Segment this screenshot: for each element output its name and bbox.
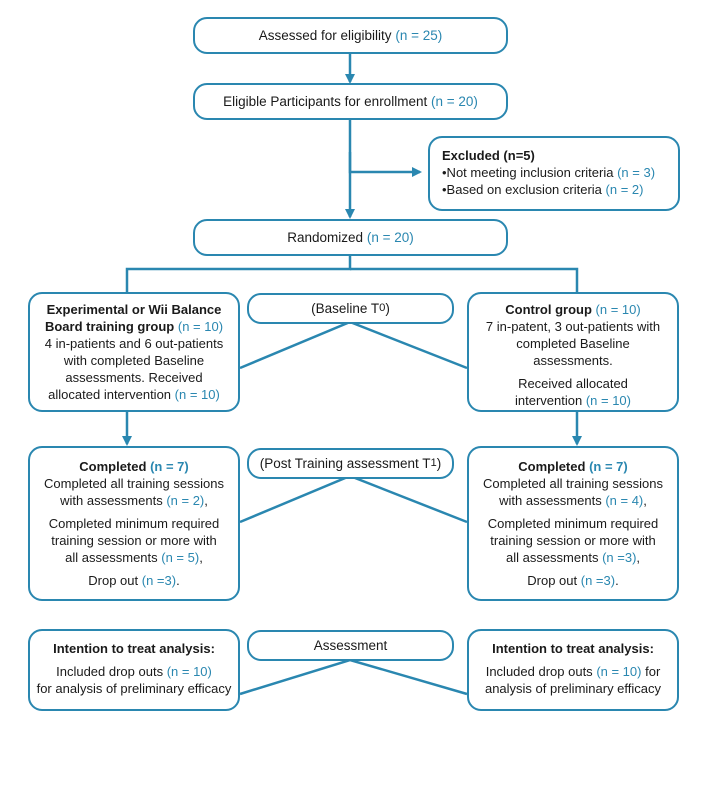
baseline-label: (Baseline T — [311, 301, 380, 316]
experimental-count: (n = 10) — [177, 319, 224, 334]
itt-right-box: Intention to treat analysis: Included dr… — [467, 629, 679, 711]
completed-right-line2: with assessments — [499, 493, 602, 508]
completed-right-line3: Completed minimum required — [487, 516, 659, 531]
completed-right-line2-count: (n = 4) — [605, 493, 644, 508]
completed-left-line2-tail: , — [204, 493, 208, 508]
itt-left-count: (n = 10) — [166, 664, 212, 679]
completed-left-line2-count: (n = 2) — [166, 493, 205, 508]
assessment-label: Assessment — [313, 638, 388, 653]
completed-left-box: Completed (n = 7) Completed all training… — [28, 446, 240, 601]
itt-right-line1: Included drop outs — [485, 664, 593, 679]
assessment-bracket — [239, 658, 468, 696]
completed-right-count: (n = 7) — [589, 459, 628, 474]
itt-right-line2: analysis of preliminary efficacy — [484, 681, 662, 696]
randomized-count: (n = 20) — [366, 230, 414, 245]
post-training-bracket — [239, 474, 468, 524]
completed-right-line1: Completed all training sessions — [483, 476, 663, 491]
itt-right-count: (n = 10) — [596, 664, 642, 679]
completed-right-dropout: Drop out — [527, 573, 578, 588]
completed-left-line5-tail: , — [199, 550, 203, 565]
experimental-group-box: Experimental or Wii Balance Board traini… — [28, 292, 240, 412]
randomized-box: Randomized (n = 20) — [193, 219, 508, 256]
arrow-to-excluded — [348, 152, 422, 177]
experimental-line1: 4 in-patients and 6 out-patients — [44, 336, 224, 351]
excluded-reason-exclusion: •Based on exclusion criteria — [442, 182, 602, 197]
excluded-title: Excluded — [442, 148, 500, 163]
completed-right-line5-tail: , — [636, 550, 641, 565]
completed-left-line1: Completed all training sessions — [44, 476, 224, 491]
control-count: (n = 10) — [595, 302, 641, 317]
experimental-line4: allocated intervention — [48, 387, 172, 402]
completed-left-line5: all assessments — [65, 550, 158, 565]
control-group-box: Control group (n = 10) 7 in-patent, 3 ou… — [467, 292, 679, 412]
completed-left-dropout: Drop out — [88, 573, 139, 588]
randomized-split-connector-right — [350, 267, 579, 292]
control-line4: Received allocated — [518, 376, 628, 391]
eligible-box: Eligible Participants for enrollment (n … — [193, 83, 508, 120]
completed-right-box: Completed (n = 7) Completed all training… — [467, 446, 679, 601]
excluded-count: (n=5) — [503, 148, 535, 163]
completed-left-line3: Completed minimum required — [48, 516, 220, 531]
excluded-inclusion-count: (n = 3) — [617, 165, 656, 180]
control-line1: 7 in-patent, 3 out-patients with — [485, 319, 661, 334]
randomized-label: Randomized — [287, 230, 364, 245]
post-training-subscript: 1 — [430, 457, 437, 469]
experimental-title-line1: Experimental or Wii Balance — [46, 302, 222, 317]
post-training-label: (Post Training assessment T — [259, 456, 431, 471]
assessed-label: Assessed for eligibility — [258, 28, 392, 43]
itt-left-title: Intention to treat analysis: — [53, 641, 215, 656]
completed-right-line5: all assessments — [505, 550, 599, 565]
control-line3: assessments. — [533, 353, 613, 368]
control-line5: intervention — [514, 393, 583, 408]
completed-left-dropout-count: (n =3) — [141, 573, 177, 588]
baseline-bracket — [239, 320, 468, 370]
completed-left-line4: training session or more with — [51, 533, 217, 548]
itt-left-box: Intention to treat analysis: Included dr… — [28, 629, 240, 711]
completed-right-dropout-count: (n =3) — [580, 573, 616, 588]
experimental-line3: assessments. Received — [65, 370, 203, 385]
completed-right-title: Completed — [518, 459, 586, 474]
completed-right-line5-count: (n =3) — [602, 550, 637, 565]
experimental-line2: with completed Baseline — [63, 353, 205, 368]
experimental-title-line2: Board training group — [44, 319, 175, 334]
completed-left-title: Completed — [79, 459, 147, 474]
randomized-split-connector — [125, 256, 352, 292]
excluded-reason-inclusion: •Not meeting inclusion criteria — [442, 165, 614, 180]
itt-right-title: Intention to treat analysis: — [492, 641, 654, 656]
assessment-box: Assessment — [247, 630, 454, 661]
control-title: Control group — [505, 302, 592, 317]
itt-right-line1-tail: for — [645, 664, 661, 679]
completed-left-dropout-tail: . — [176, 573, 180, 588]
control-allocated-count: (n = 10) — [585, 393, 631, 408]
completed-right-line4: training session or more with — [490, 533, 656, 548]
baseline-subscript: 0 — [379, 302, 386, 314]
itt-left-line2: for analysis of preliminary efficacy — [36, 681, 232, 696]
control-line2: completed Baseline — [516, 336, 630, 351]
excluded-exclusion-count: (n = 2) — [605, 182, 644, 197]
baseline-close: ) — [385, 301, 390, 316]
experimental-allocated-count: (n = 10) — [174, 387, 220, 402]
assessed-box: Assessed for eligibility (n = 25) — [193, 17, 508, 54]
completed-left-line5-count: (n = 5) — [161, 550, 200, 565]
eligible-label: Eligible Participants for enrollment — [223, 94, 428, 109]
assessed-count: (n = 25) — [395, 28, 443, 43]
completed-left-count: (n = 7) — [150, 459, 189, 474]
completed-right-dropout-tail: . — [615, 573, 619, 588]
itt-left-line1: Included drop outs — [56, 664, 164, 679]
completed-left-line2: with assessments — [60, 493, 163, 508]
excluded-box: Excluded (n=5) •Not meeting inclusion cr… — [428, 136, 680, 211]
completed-right-line2-tail: , — [643, 493, 647, 508]
post-training-close: ) — [436, 456, 442, 471]
eligible-count: (n = 20) — [430, 94, 478, 109]
